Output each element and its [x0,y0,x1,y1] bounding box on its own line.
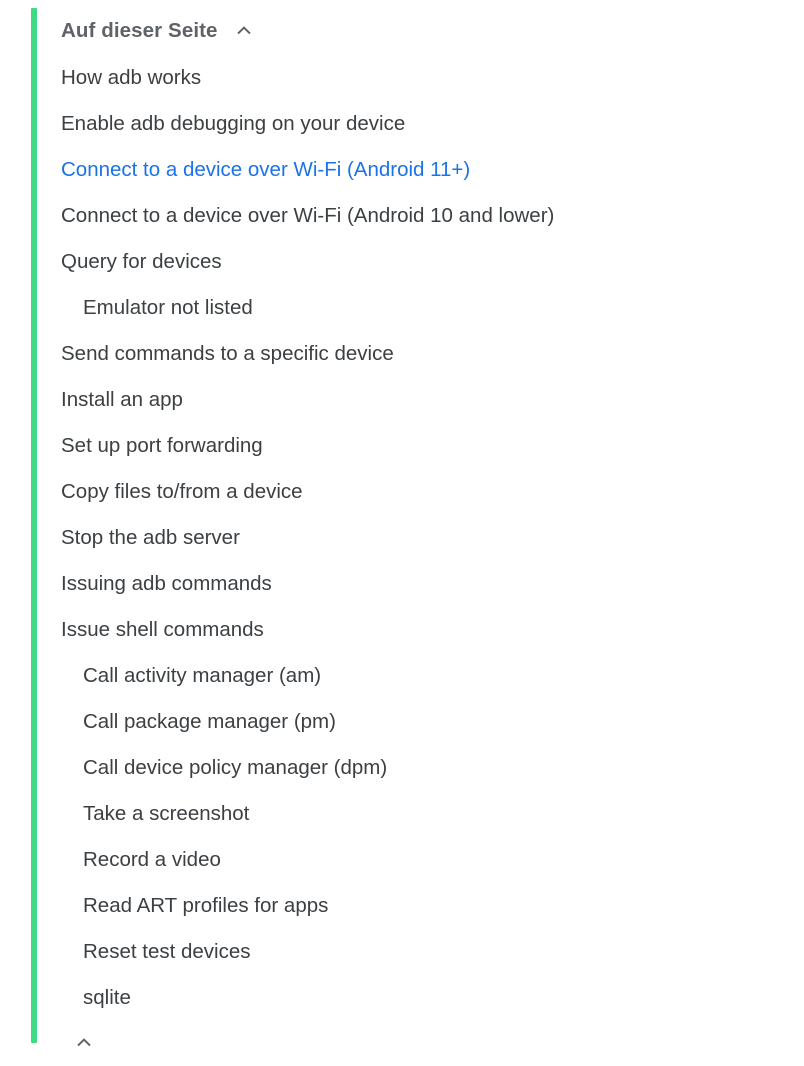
toc-item-link[interactable]: Enable adb debugging on your device [61,111,406,135]
toc-item-link[interactable]: Stop the adb server [61,525,240,549]
toc-item[interactable]: Issue shell commands [61,606,804,652]
toc-item[interactable]: Read ART profiles for apps [61,882,804,928]
toc-item-link[interactable]: Reset test devices [83,939,251,963]
toc-item-link[interactable]: Connect to a device over Wi-Fi (Android … [61,203,555,227]
chevron-up-icon[interactable] [232,19,256,43]
toc-item[interactable]: Set up port forwarding [61,422,804,468]
toc-item-link[interactable]: Take a screenshot [83,801,250,825]
toc-item-link[interactable]: Read ART profiles for apps [83,893,329,917]
toc-item-link[interactable]: Call package manager (pm) [83,709,336,733]
toc-item[interactable]: Record a video [61,836,804,882]
toc-item-link[interactable]: Send commands to a specific device [61,341,394,365]
toc-item-link[interactable]: Connect to a device over Wi-Fi (Android … [61,157,471,181]
toc-item-link[interactable]: Emulator not listed [83,295,253,319]
toc-item[interactable]: Stop the adb server [61,514,804,560]
toc-item-link[interactable]: Record a video [83,847,221,871]
toc-item-link[interactable]: Install an app [61,387,183,411]
toc-item-link[interactable]: Issue shell commands [61,617,264,641]
toc-item[interactable]: Query for devices [61,238,804,284]
toc-item[interactable]: Call activity manager (am) [61,652,804,698]
toc-header-toggle[interactable]: Auf dieser Seite [61,8,804,54]
toc-item[interactable]: Emulator not listed [61,284,804,330]
toc-item[interactable]: sqlite [61,974,804,1020]
toc-item[interactable]: Connect to a device over Wi-Fi (Android … [61,192,804,238]
toc-item-link[interactable]: How adb works [61,65,202,89]
toc-item[interactable]: Send commands to a specific device [61,330,804,376]
toc-item-link[interactable]: Set up port forwarding [61,433,263,457]
toc-item[interactable]: Call package manager (pm) [61,698,804,744]
toc-item-link[interactable]: Query for devices [61,249,222,273]
toc-item[interactable]: Reset test devices [61,928,804,974]
toc-item-link[interactable]: Issuing adb commands [61,571,272,595]
toc-item-link[interactable]: sqlite [83,985,131,1009]
toc-item-link[interactable]: Call device policy manager (dpm) [83,755,388,779]
toc-item-link[interactable]: Copy files to/from a device [61,479,303,503]
toc-item[interactable]: Call device policy manager (dpm) [61,744,804,790]
toc-item[interactable]: Issuing adb commands [61,560,804,606]
toc-item[interactable]: Copy files to/from a device [61,468,804,514]
toc-item[interactable]: Enable adb debugging on your device [61,100,804,146]
chevron-up-icon[interactable] [72,1031,96,1055]
toc-item-link[interactable]: Call activity manager (am) [83,663,322,687]
toc-footer-collapse[interactable] [61,1020,804,1066]
toc-item[interactable]: Connect to a device over Wi-Fi (Android … [61,146,804,192]
toc-accent-rail [31,8,37,1043]
toc-item[interactable]: How adb works [61,54,804,100]
toc-title: Auf dieser Seite [61,19,218,42]
toc-item[interactable]: Install an app [61,376,804,422]
toc-item[interactable]: Take a screenshot [61,790,804,836]
